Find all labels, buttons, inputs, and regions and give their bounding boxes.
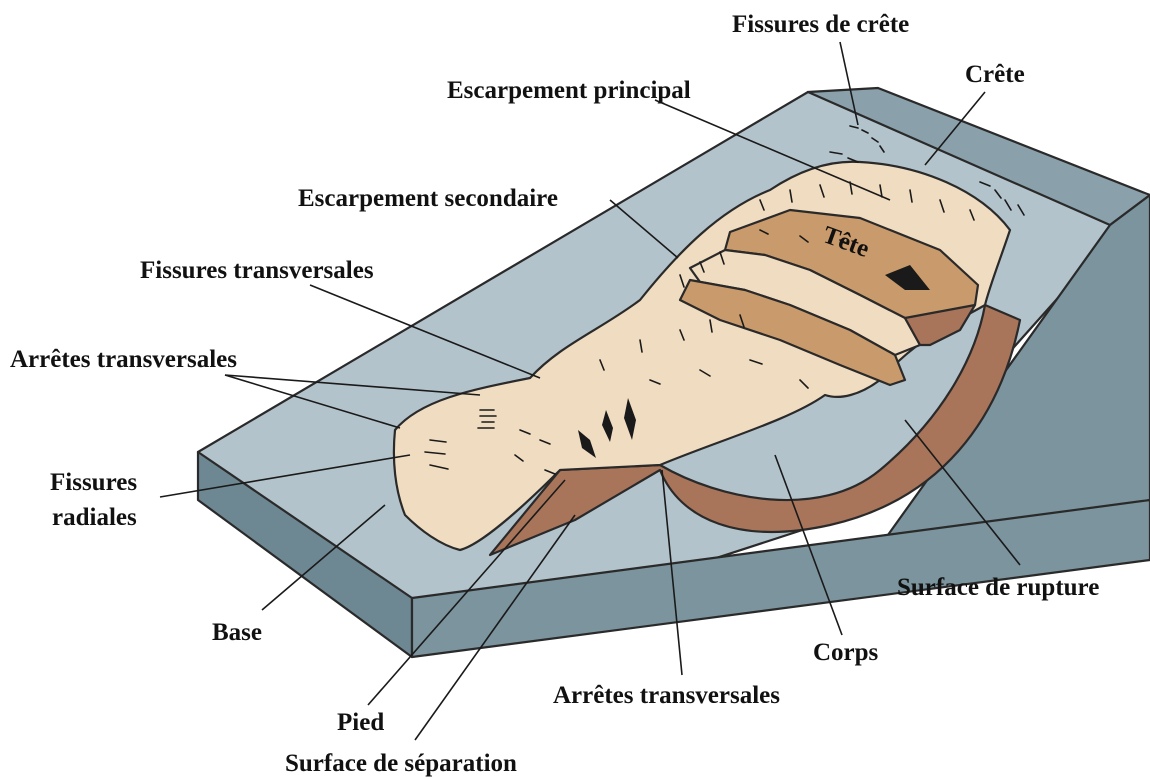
label-escarpement-principal: Escarpement principal	[447, 77, 691, 104]
label-fissures-radiales-line2: radiales	[52, 504, 137, 531]
label-arretes-transversales-bottom: Arrêtes transversales	[553, 682, 780, 709]
label-corps: Corps	[813, 639, 879, 666]
label-base: Base	[212, 619, 262, 646]
label-arretes-transversales-left: Arrêtes transversales	[10, 346, 237, 373]
label-fissures-crete: Fissures de crête	[732, 11, 909, 38]
label-fissures-radiales-line1: Fissures	[50, 469, 137, 496]
label-surface-rupture: Surface de rupture	[897, 574, 1099, 601]
label-surface-separation: Surface de séparation	[285, 750, 517, 777]
label-crete: Crête	[965, 61, 1025, 88]
label-pied: Pied	[337, 709, 384, 736]
label-escarpement-secondaire: Escarpement secondaire	[298, 185, 558, 212]
label-fissures-transversales: Fissures transversales	[140, 257, 374, 284]
